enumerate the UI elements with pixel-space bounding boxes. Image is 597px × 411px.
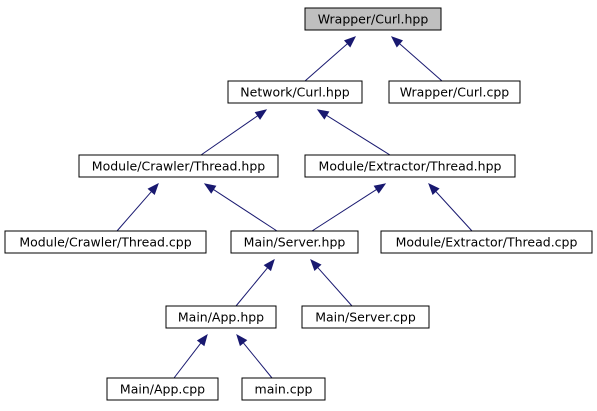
node-wrapper-curl-hpp-box <box>304 7 442 31</box>
edge-app-hpp-to-main-cpp <box>236 333 273 379</box>
arrow-head-icon <box>428 183 440 195</box>
edge-network-curl-hpp-to-crawler-thread-hpp <box>200 109 268 156</box>
node-wrapper-curl-cpp-box <box>388 80 521 104</box>
edge-line <box>235 267 269 307</box>
edge-extractor-thread-hpp-to-server-hpp <box>311 183 387 232</box>
arrow-head-icon <box>236 333 248 347</box>
arrow-head-icon <box>373 183 387 194</box>
arrow-head-icon <box>343 36 357 48</box>
arrow-head-icon <box>390 36 404 48</box>
node-main-cpp-label: main.cpp <box>255 382 313 397</box>
edge-network-curl-hpp-to-extractor-thread-hpp <box>316 109 391 156</box>
node-wrapper-curl-hpp-label: Wrapper/Curl.hpp <box>318 12 429 27</box>
node-crawler-thread-hpp-box <box>78 154 279 178</box>
node-extractor-thread-cpp-label: Module/Extractor/Thread.cpp <box>396 235 578 250</box>
node-main-cpp[interactable]: main.cpp <box>241 377 326 401</box>
edge-crawler-thread-hpp-to-server-hpp <box>203 183 278 232</box>
node-network-curl-hpp[interactable]: Network/Curl.hpp <box>227 80 363 104</box>
edge-line <box>326 114 391 156</box>
node-crawler-thread-hpp[interactable]: Module/Crawler/Thread.hpp <box>78 154 279 178</box>
nodes-layer: Wrapper/Curl.hpp Network/Curl.hpp Wrappe… <box>4 7 593 401</box>
edge-server-hpp-to-server-cpp <box>310 258 353 307</box>
edge-line <box>304 43 348 82</box>
edge-line <box>116 191 152 232</box>
node-network-curl-hpp-box <box>227 80 363 104</box>
edge-line <box>317 267 353 307</box>
node-extractor-thread-cpp[interactable]: Module/Extractor/Thread.cpp <box>380 230 593 254</box>
edge-line <box>173 342 202 379</box>
node-server-hpp[interactable]: Main/Server.hpp <box>230 230 359 254</box>
node-app-hpp-label: Main/App.hpp <box>178 310 264 325</box>
node-server-cpp[interactable]: Main/Server.cpp <box>301 305 430 329</box>
arrow-head-icon <box>203 183 217 194</box>
node-wrapper-curl-cpp-label: Wrapper/Curl.cpp <box>400 85 510 100</box>
node-network-curl-hpp-label: Network/Curl.hpp <box>240 85 349 100</box>
edge-line <box>200 115 259 156</box>
edge-server-hpp-to-app-hpp <box>235 258 275 307</box>
arrow-head-icon <box>316 109 330 120</box>
arrow-head-icon <box>147 182 159 196</box>
edge-extractor-thread-hpp-to-extractor-thread-cpp <box>428 183 473 232</box>
edges-layer <box>116 36 473 379</box>
edge-line <box>213 189 278 232</box>
node-extractor-thread-cpp-box <box>380 230 593 254</box>
node-app-hpp[interactable]: Main/App.hpp <box>165 305 277 329</box>
node-extractor-thread-hpp-box <box>304 154 516 178</box>
node-app-cpp[interactable]: Main/App.cpp <box>106 377 219 401</box>
node-extractor-thread-hpp-label: Module/Extractor/Thread.hpp <box>319 159 502 174</box>
arrow-head-icon <box>263 258 275 272</box>
arrow-head-icon <box>254 109 268 120</box>
node-extractor-thread-hpp[interactable]: Module/Extractor/Thread.hpp <box>304 154 516 178</box>
edge-line <box>399 43 443 82</box>
node-server-hpp-label: Main/Server.hpp <box>244 235 346 250</box>
node-crawler-thread-cpp[interactable]: Module/Crawler/Thread.cpp <box>4 230 207 254</box>
arrow-head-icon <box>310 258 322 271</box>
node-crawler-thread-hpp-label: Module/Crawler/Thread.hpp <box>92 159 265 174</box>
edge-crawler-thread-hpp-to-crawler-thread-cpp <box>116 182 159 232</box>
edge-line <box>311 188 377 232</box>
node-server-cpp-label: Main/Server.cpp <box>315 310 416 325</box>
node-app-hpp-box <box>165 305 277 329</box>
node-app-cpp-box <box>106 377 219 401</box>
node-crawler-thread-cpp-label: Module/Crawler/Thread.cpp <box>19 235 191 250</box>
node-server-hpp-box <box>230 230 359 254</box>
arrow-head-icon <box>196 333 208 347</box>
node-app-cpp-label: Main/App.cpp <box>120 382 205 397</box>
node-server-cpp-box <box>301 305 430 329</box>
edge-wrapper-curl-hpp-to-network-curl-hpp <box>304 36 357 82</box>
edge-line <box>242 342 273 379</box>
node-wrapper-curl-cpp[interactable]: Wrapper/Curl.cpp <box>388 80 521 104</box>
node-crawler-thread-cpp-box <box>4 230 207 254</box>
edge-app-hpp-to-app-cpp <box>173 333 208 379</box>
node-main-cpp-box <box>241 377 326 401</box>
edge-wrapper-curl-hpp-to-wrapper-curl-cpp <box>390 36 443 82</box>
node-wrapper-curl-hpp[interactable]: Wrapper/Curl.hpp <box>304 7 442 31</box>
edge-line <box>435 191 473 232</box>
